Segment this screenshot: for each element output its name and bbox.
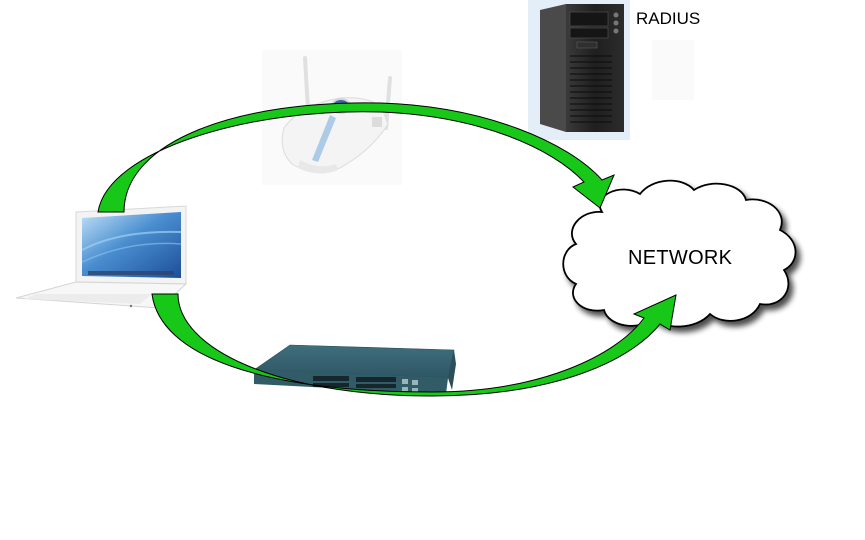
- laptop-icon: [15, 205, 188, 309]
- arrow-via-access-point: [97, 102, 615, 213]
- arrow-via-switch: [151, 293, 677, 397]
- network-cloud: [562, 179, 797, 328]
- radius-server-icon: [528, 0, 694, 140]
- wireless-access-point-icon: [262, 50, 402, 185]
- network-switch-icon: [253, 344, 456, 394]
- radius-server-label: RADIUS: [636, 9, 701, 28]
- network-cloud-label: NETWORK: [628, 247, 733, 269]
